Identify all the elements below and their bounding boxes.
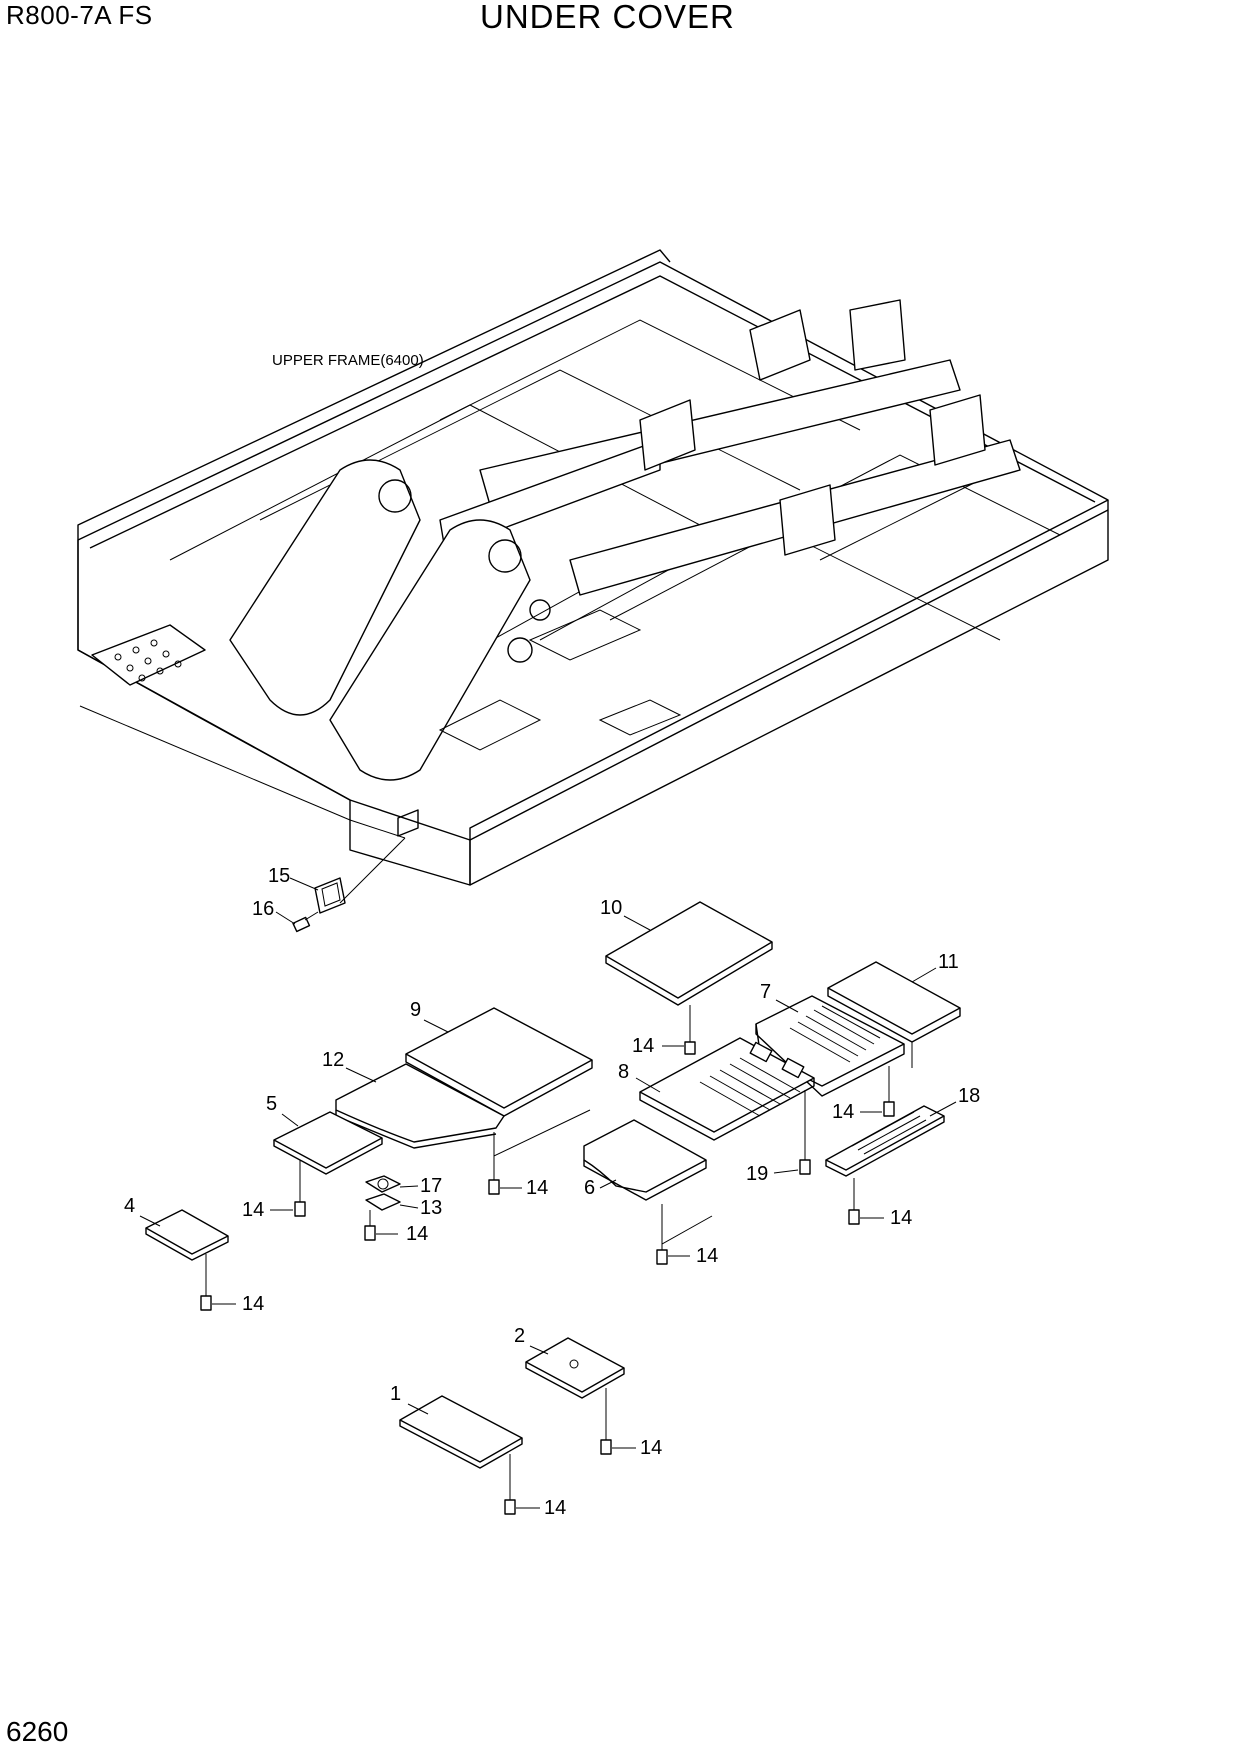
bolt-14-a	[662, 1030, 696, 1055]
part-17-plate	[365, 1175, 401, 1193]
callout-14-h: 14	[242, 1293, 264, 1315]
callout-14-c: 14	[526, 1177, 548, 1199]
callout-1: 1	[390, 1383, 401, 1405]
callout-4: 4	[124, 1195, 135, 1217]
part-13-plate	[365, 1193, 401, 1226]
part-16-bolt	[292, 911, 319, 933]
callout-14-b: 14	[832, 1101, 854, 1123]
callout-13: 13	[420, 1197, 442, 1219]
callout-14-a: 14	[632, 1035, 654, 1057]
callout-9: 9	[410, 999, 421, 1021]
part-10-cover	[605, 901, 773, 1030]
part-1-cover	[399, 1395, 523, 1500]
model-code: R800-7A FS	[6, 0, 153, 30]
callout-8: 8	[618, 1061, 629, 1083]
bolt-14-e	[364, 1225, 398, 1241]
callout-10: 10	[600, 897, 622, 919]
part-15-cover-ring	[314, 837, 406, 914]
part-2-cover	[525, 1337, 625, 1440]
part-6-cover	[583, 1119, 713, 1245]
part-5-cover	[273, 1111, 383, 1202]
bolt-14-d	[270, 1201, 306, 1217]
bolt-14-h	[200, 1295, 236, 1311]
part-12-cover	[335, 1063, 505, 1180]
callout-16: 16	[252, 898, 274, 920]
callout-5: 5	[266, 1093, 277, 1115]
callout-12: 12	[322, 1049, 344, 1071]
part-8-cover	[639, 1037, 815, 1141]
callout-14-e: 14	[406, 1223, 428, 1245]
page-number: 6260	[6, 1716, 69, 1747]
part-4-cover	[145, 1209, 229, 1296]
callout-19: 19	[746, 1163, 768, 1185]
callout-17: 17	[420, 1175, 442, 1197]
callout-18: 18	[958, 1085, 980, 1107]
callout-14-d: 14	[242, 1199, 264, 1221]
callout-14-i: 14	[640, 1437, 662, 1459]
callout-14-g: 14	[890, 1207, 912, 1229]
bolt-14-c	[488, 1179, 522, 1195]
callout-15: 15	[268, 865, 290, 887]
bolt-14-f	[656, 1244, 690, 1265]
bolt-14-b	[860, 1101, 895, 1117]
page-title: UNDER COVER	[480, 0, 735, 35]
bolt-14-i	[600, 1439, 636, 1455]
bolt-14-g	[848, 1209, 884, 1225]
part-19-bolt	[799, 1090, 811, 1175]
upper-frame	[77, 249, 1109, 886]
callout-11: 11	[938, 951, 959, 973]
frame-label: UPPER FRAME(6400)	[272, 352, 424, 369]
callout-7: 7	[760, 981, 771, 1003]
part-18-cover	[825, 1105, 945, 1210]
callout-2: 2	[514, 1325, 525, 1347]
callout-6: 6	[584, 1177, 595, 1199]
callout-14-j: 14	[544, 1497, 566, 1519]
part-11-cover	[827, 961, 961, 1068]
bolt-14-j	[504, 1499, 540, 1515]
callout-14-f: 14	[696, 1245, 718, 1267]
